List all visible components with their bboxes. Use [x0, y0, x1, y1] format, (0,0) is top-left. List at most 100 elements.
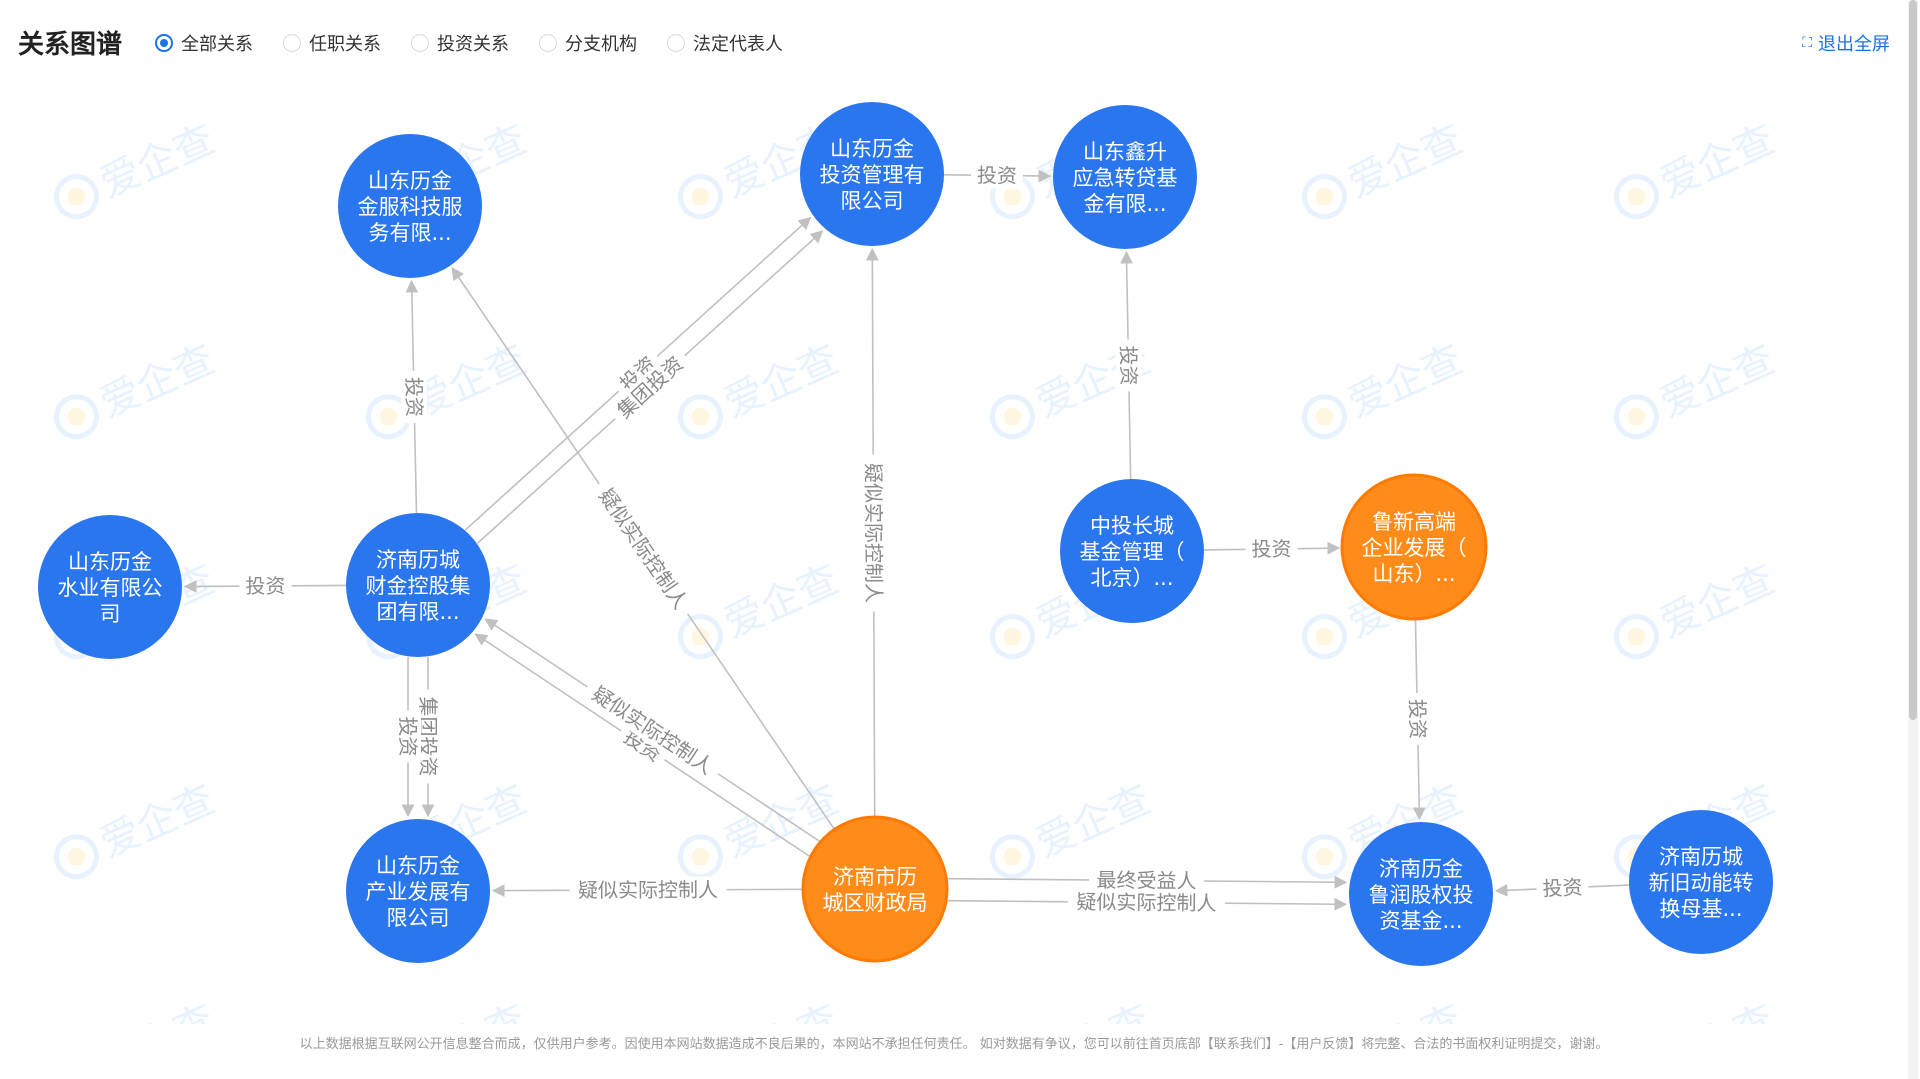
relationship-graph[interactable]: 爱企查 投资投资集团投资投资投资投资投资集团投资投资疑似实际控制人疑似实际控制人…: [0, 84, 1908, 1024]
node-label: 山东历金: [830, 137, 914, 161]
edge-label-background: [1403, 692, 1431, 746]
edge-label-background: [1067, 888, 1226, 917]
entity-node-n7[interactable]: 鲁新高端企业发展（山东）...: [1340, 473, 1488, 621]
node-label: 济南历城: [376, 548, 460, 572]
relation-edge[interactable]: 疑似实际控制人: [491, 876, 804, 904]
watermark-layer: [0, 84, 1908, 1024]
node-label: 山东历金: [376, 854, 460, 878]
node-label: 鲁新高端: [1372, 510, 1456, 534]
edge-label-background: [1088, 866, 1205, 895]
node-circle[interactable]: [346, 513, 490, 657]
edge-label: 投资: [1405, 699, 1430, 739]
relation-edge[interactable]: 投资: [1494, 873, 1630, 903]
entity-node-n10[interactable]: 济南历金鲁润股权投资基金...: [1349, 822, 1493, 966]
node-circle[interactable]: [338, 134, 482, 278]
filter-label: 任职关系: [309, 34, 381, 55]
node-label: 北京）...: [1090, 566, 1173, 590]
node-label: 投资管理有: [820, 163, 925, 187]
top-bar: 关系图谱 全部关系 任职关系 投资关系 分支机构 法定代表人 ⛶ 退出全屏: [0, 0, 1920, 84]
node-label: 团有限...: [376, 600, 459, 624]
radio-checked-icon[interactable]: [155, 34, 173, 52]
disclaimer-footer: 以上数据根据互联网公开信息整合而成，仅供用户参考。因使用本网站数据造成不良后果的…: [299, 1037, 1609, 1052]
edge-label: 最终受益人: [1096, 868, 1196, 893]
edge-label-background: [588, 476, 699, 621]
node-circle[interactable]: [1340, 473, 1488, 621]
filter-label: 全部关系: [181, 34, 253, 55]
node-label: 济南历城: [1659, 845, 1743, 869]
relation-edge[interactable]: 最终受益人: [947, 866, 1348, 895]
edge-label-background: [415, 689, 441, 784]
relation-edge[interactable]: 疑似实际控制人: [946, 888, 1348, 917]
filter-label: 法定代表人: [693, 34, 783, 55]
node-label: 新旧动能转: [1649, 871, 1754, 895]
edge-label-background: [970, 162, 1024, 189]
edge-label: 投资: [1251, 537, 1291, 562]
node-circle[interactable]: [1053, 105, 1197, 249]
entity-node-n1[interactable]: 山东历金金服科技服务有限...: [338, 134, 482, 278]
node-label: 金有限...: [1083, 192, 1166, 216]
relation-edge[interactable]: 投资: [1203, 535, 1341, 563]
node-circle[interactable]: [801, 815, 949, 963]
radio-icon[interactable]: [411, 34, 429, 52]
relation-edge[interactable]: 投资: [1115, 250, 1143, 480]
node-circle[interactable]: [346, 819, 490, 963]
exit-fullscreen-button[interactable]: ⛶ 退出全屏: [1802, 30, 1890, 56]
exit-fullscreen-icon: ⛶: [1802, 35, 1812, 51]
node-label: 山东鑫升: [1083, 140, 1167, 164]
relation-edge[interactable]: 投资: [1403, 618, 1431, 821]
node-label: 济南历金: [1379, 857, 1463, 881]
filter-label: 分支机构: [565, 34, 637, 55]
radio-icon[interactable]: [539, 34, 557, 52]
filter-all-relations[interactable]: 全部关系: [155, 30, 253, 56]
entity-node-n11[interactable]: 济南历城新旧动能转换母基...: [1629, 810, 1773, 954]
node-label: 产业发展有: [366, 880, 471, 904]
node-circle[interactable]: [800, 102, 944, 246]
relation-edge[interactable]: 疑似实际控制人: [860, 247, 887, 818]
edge-label-background: [860, 454, 887, 612]
edge-label: 投资: [1542, 875, 1583, 901]
radio-icon[interactable]: [667, 34, 685, 52]
edge-label-background: [1245, 535, 1298, 563]
node-label: 限公司: [841, 189, 904, 213]
edge-label: 投资: [402, 377, 427, 417]
edge-label: 投资: [1116, 345, 1141, 385]
filter-branches[interactable]: 分支机构: [539, 30, 637, 56]
filter-investment-relations[interactable]: 投资关系: [411, 30, 509, 56]
edge-label-background: [609, 346, 666, 401]
radio-icon[interactable]: [283, 34, 301, 52]
node-label: 金服科技服: [358, 195, 463, 219]
relation-edge[interactable]: 投资: [400, 279, 428, 514]
filter-legal-representative[interactable]: 法定代表人: [667, 30, 783, 56]
node-label: 鲁润股权投: [1369, 883, 1474, 907]
entity-node-n3[interactable]: 山东鑫升应急转贷基金有限...: [1053, 105, 1197, 249]
edge-label: 疑似实际控制人: [861, 463, 886, 603]
node-circle[interactable]: [38, 515, 182, 659]
edge-label-background: [569, 876, 727, 904]
node-circle[interactable]: [1060, 479, 1204, 623]
relation-edge[interactable]: 投资: [183, 572, 347, 600]
nodes-layer: 山东历金金服科技服务有限...山东历金投资管理有限公司山东鑫升应急转贷基金有限.…: [38, 102, 1773, 966]
node-label: 限公司: [387, 906, 450, 930]
node-circle[interactable]: [1629, 810, 1773, 954]
filter-employment-relations[interactable]: 任职关系: [283, 30, 381, 56]
entity-node-n6[interactable]: 中投长城基金管理（北京）...: [1060, 479, 1204, 623]
edges-layer: 投资投资集团投资投资投资投资投资集团投资投资疑似实际控制人疑似实际控制人投资疑似…: [183, 162, 1630, 917]
relation-edge[interactable]: 投资: [395, 657, 421, 818]
relation-edge[interactable]: 集团投资: [415, 657, 441, 818]
node-label: 资基金...: [1379, 909, 1462, 933]
edge-label-background: [1535, 873, 1590, 903]
edge-label-background: [400, 370, 428, 424]
node-label: 换母基...: [1659, 897, 1742, 921]
scrollbar-thumb[interactable]: [1909, 0, 1917, 720]
relation-edge[interactable]: 投资: [943, 162, 1052, 189]
node-label: 司: [100, 602, 121, 626]
node-circle[interactable]: [1349, 822, 1493, 966]
edge-label: 疑似实际控制人: [578, 878, 718, 903]
node-label: 务有限...: [368, 221, 451, 245]
edge-label-background: [239, 572, 292, 600]
entity-node-n5[interactable]: 济南历城财金控股集团有限...: [346, 513, 490, 657]
